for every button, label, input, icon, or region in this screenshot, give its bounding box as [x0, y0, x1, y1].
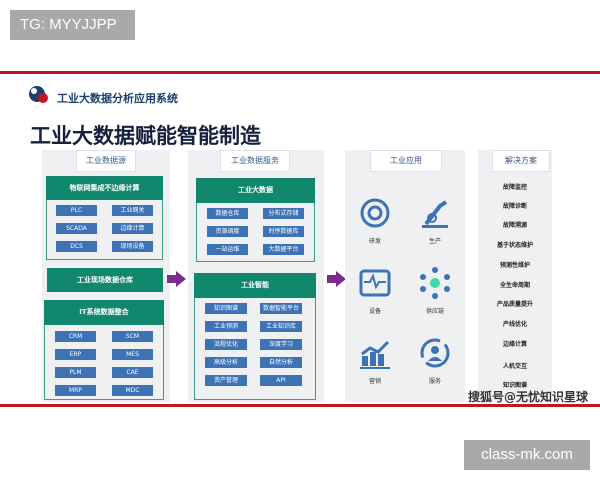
- solution-label: 解决方案: [492, 150, 550, 172]
- module-item: MDC: [112, 385, 153, 396]
- app-label: 供应链: [425, 308, 444, 315]
- ai-header: 工业智能: [194, 273, 316, 298]
- app-label: 研发: [368, 238, 381, 245]
- module-item: 高级分析: [205, 357, 247, 368]
- module-item: PLC: [56, 205, 97, 216]
- solution-item: 故障诊断: [502, 203, 527, 210]
- solution-item: 基于状态维护: [496, 242, 533, 249]
- watermark-top: TG: MYYJJPP: [10, 10, 135, 40]
- network-icon: [420, 267, 450, 299]
- bottom-divider: [0, 404, 600, 407]
- module-item: MES: [112, 349, 153, 360]
- solution-item: 预测性维护: [499, 262, 530, 269]
- logo-icon: [29, 86, 48, 103]
- app-label: 生产: [428, 238, 441, 245]
- app-label: 设备: [368, 308, 381, 315]
- module-item: 资源调度: [207, 226, 248, 237]
- module-item: 大数据平台: [263, 244, 304, 255]
- page-title: 工业大数据赋能智能制造: [30, 124, 261, 148]
- solution-panel: [478, 150, 552, 402]
- solution-item: 人机交互: [502, 363, 527, 370]
- module-item: 知识图谱: [205, 303, 247, 314]
- service-cycle-icon: [420, 338, 450, 368]
- source-watermark: 搜狐号@无忧知识星球: [468, 390, 589, 404]
- top-divider: [0, 71, 600, 74]
- solution-item: 故障溯源: [502, 222, 527, 229]
- solution-item: 全生命周期: [499, 282, 530, 289]
- solution-item: 故障监控: [502, 184, 527, 191]
- module-item: 资产管理: [205, 375, 247, 386]
- it-header: IT系统数据整合: [44, 300, 164, 325]
- app-label: 服务: [428, 378, 441, 385]
- module-item: 数据智能平台: [260, 303, 302, 314]
- module-item: 工业网关: [112, 205, 153, 216]
- module-item: 工业知识库: [260, 321, 302, 332]
- module-item: 自然分析: [260, 357, 302, 368]
- watermark-bottom: class-mk.com: [464, 440, 590, 470]
- module-item: CAE: [112, 367, 153, 378]
- module-item: API: [260, 375, 302, 386]
- module-item: 边缘计算: [112, 223, 153, 234]
- module-item: 数据仓库: [207, 208, 248, 219]
- module-item: 深度学习: [260, 339, 302, 350]
- solution-item: 知识图谱: [502, 382, 527, 389]
- module-item: 时序数据库: [263, 226, 304, 237]
- module-item: 现场设备: [112, 241, 153, 252]
- data-source-label: 工业数据源: [76, 150, 136, 172]
- application-label: 工业应用: [370, 150, 442, 172]
- module-item: MRP: [55, 385, 96, 396]
- module-item: 分布式存储: [263, 208, 304, 219]
- module-item: DCS: [56, 241, 97, 252]
- module-item: SCADA: [56, 223, 97, 234]
- module-item: 一站运维: [207, 244, 248, 255]
- cloud-swirl-icon: [360, 198, 390, 228]
- solution-item: 边缘计算: [502, 341, 527, 348]
- module-item: 工业预测: [205, 321, 247, 332]
- module-item: PLM: [55, 367, 96, 378]
- monitor-pulse-icon: [359, 269, 391, 297]
- solution-item: 产线优化: [502, 321, 527, 328]
- app-label: 营销: [368, 378, 381, 385]
- subtitle: 工业大数据分析应用系统: [57, 92, 178, 105]
- module-item: ERP: [55, 349, 96, 360]
- data-service-label: 工业数据服务: [220, 150, 290, 172]
- arrow-right-icon: [167, 271, 186, 287]
- iot-header: 物联网集成不边缘计算: [46, 176, 163, 200]
- growth-chart-icon: [360, 340, 390, 369]
- bigdata-header: 工业大数据: [196, 178, 315, 203]
- module-item: SCM: [112, 331, 153, 342]
- solution-item: 产品质量提升: [496, 301, 533, 308]
- warehouse-bar: 工业现场数据仓库: [47, 268, 163, 292]
- module-item: 流程优化: [205, 339, 247, 350]
- robot-arm-icon: [422, 200, 448, 228]
- module-item: CRM: [55, 331, 96, 342]
- arrow-right-icon: [327, 271, 346, 287]
